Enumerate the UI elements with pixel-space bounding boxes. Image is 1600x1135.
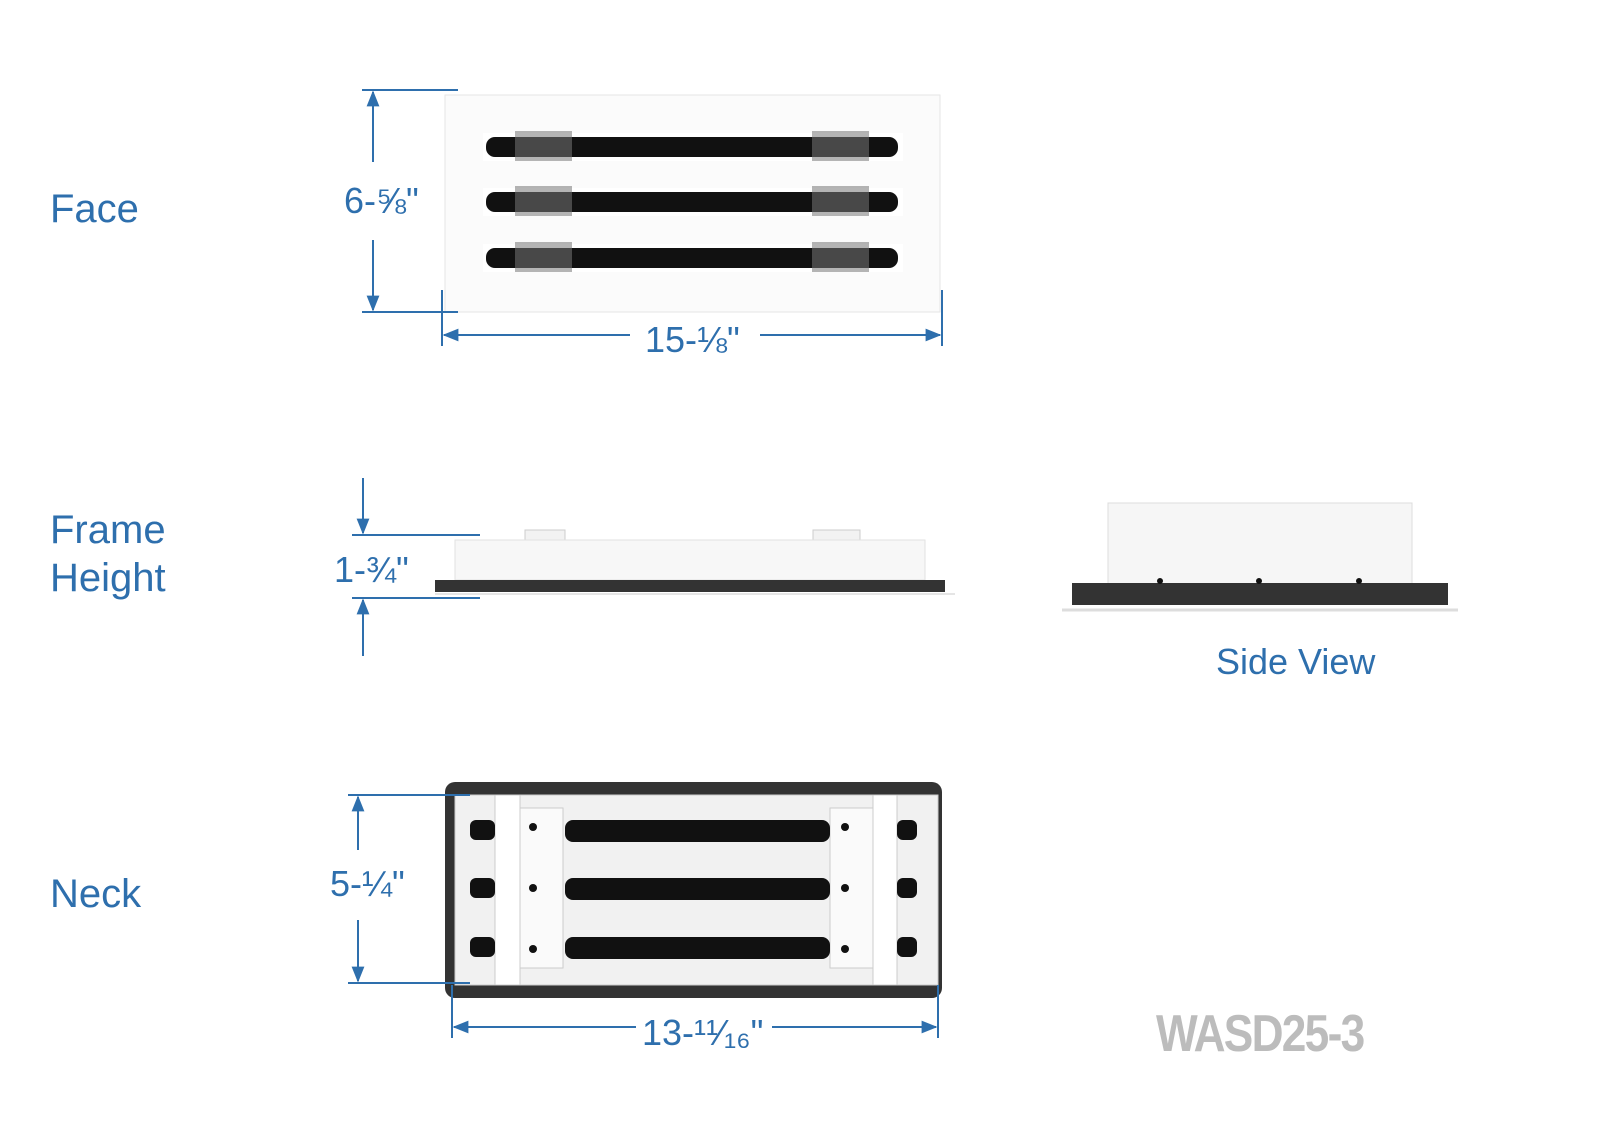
neck-dimension-lines [348, 794, 939, 1038]
side-view-image [1062, 502, 1458, 612]
frame-dimension-lines [352, 478, 480, 656]
face-grille [444, 94, 941, 313]
frame-height-label-line1: Frame [50, 508, 166, 552]
face-width-dimension: 15-⅛" [641, 320, 744, 360]
frame-height-dimension: 1-¾" [330, 550, 413, 590]
neck-label: Neck [50, 872, 142, 916]
slot-1 [483, 131, 903, 161]
slot-2 [483, 186, 903, 216]
face-height-dimension: 6-⅝" [340, 181, 423, 221]
face-dimension-lines [362, 89, 943, 346]
side-view-label: Side View [1216, 641, 1376, 682]
neck-height-dimension: 5-¼" [326, 864, 409, 904]
face-label: Face [50, 187, 139, 231]
model-number: WASD25-3 [1156, 1005, 1365, 1063]
frame-profile [435, 529, 955, 595]
neck-view-image [445, 782, 942, 998]
slot-3 [483, 242, 903, 272]
neck-width-dimension: 13-¹¹⁄₁₆" [638, 1013, 768, 1053]
frame-height-label-line2: Height [50, 556, 166, 600]
